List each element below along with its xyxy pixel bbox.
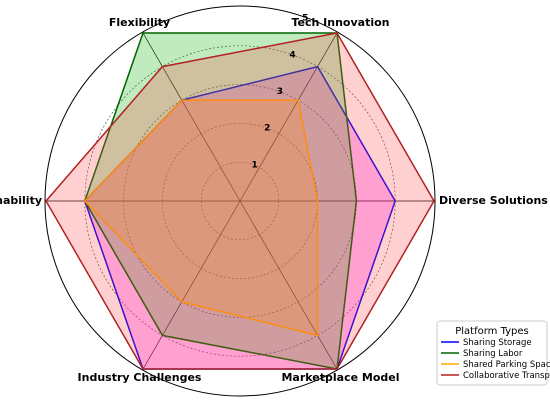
axis-label: Flexibility	[109, 16, 170, 29]
axis-label: Industry Challenges	[78, 371, 202, 384]
legend-entry: Sharing Storage	[463, 338, 532, 348]
axis-label: Diverse Solutions	[439, 194, 548, 207]
axis-label: Marketplace Model	[281, 371, 399, 384]
legend-box	[436, 320, 548, 386]
tick-label-2: 2	[264, 124, 270, 134]
axis-label: Tech Innovation	[291, 16, 389, 29]
axis-spoke	[142, 31, 241, 202]
tick-label-3: 3	[277, 87, 283, 97]
tick-label-5: 5	[302, 14, 308, 24]
tick-label-1: 1	[251, 160, 257, 170]
axis-label: Sustainability	[0, 194, 42, 207]
axis-spoke	[239, 200, 338, 371]
legend-entry: Shared Parking Space	[463, 360, 550, 370]
series-3	[45, 32, 435, 370]
tick-label-4: 4	[289, 50, 295, 60]
series-2	[83, 99, 319, 337]
legend-entry: Sharing Labor	[463, 349, 523, 359]
legend-title: Platform Types	[455, 326, 529, 337]
axis-spoke	[239, 31, 338, 202]
series-layer	[45, 32, 435, 370]
legend-entry: Collaborative Transport	[463, 371, 550, 381]
axis-spoke	[142, 200, 241, 371]
